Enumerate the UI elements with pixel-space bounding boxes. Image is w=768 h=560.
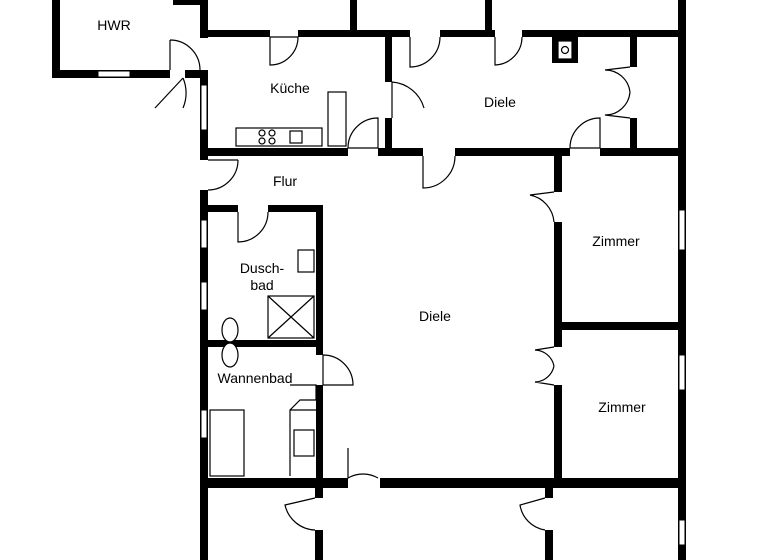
windows (97, 70, 686, 546)
room-labels: HWR Küche Diele Flur Zimmer Dusch- bad D… (97, 17, 646, 415)
walls (52, 0, 686, 560)
label-diele-top: Diele (484, 94, 516, 110)
doors (154, 36, 631, 531)
label-zimmer-upper: Zimmer (592, 233, 640, 249)
label-hwr: HWR (97, 17, 130, 33)
sink (297, 249, 315, 273)
label-duschbad-1: Dusch- (240, 260, 285, 276)
toilet (221, 317, 239, 343)
label-kueche: Küche (270, 80, 310, 96)
label-flur: Flur (273, 173, 297, 189)
label-zimmer-lower: Zimmer (598, 399, 646, 415)
sink (293, 429, 315, 457)
kitchen-counter (235, 127, 323, 147)
fixtures (209, 91, 347, 477)
label-diele-main: Diele (419, 308, 451, 324)
bathtub (209, 409, 245, 477)
label-wannenbad: Wannenbad (218, 370, 293, 386)
label-duschbad-2: bad (250, 277, 273, 293)
